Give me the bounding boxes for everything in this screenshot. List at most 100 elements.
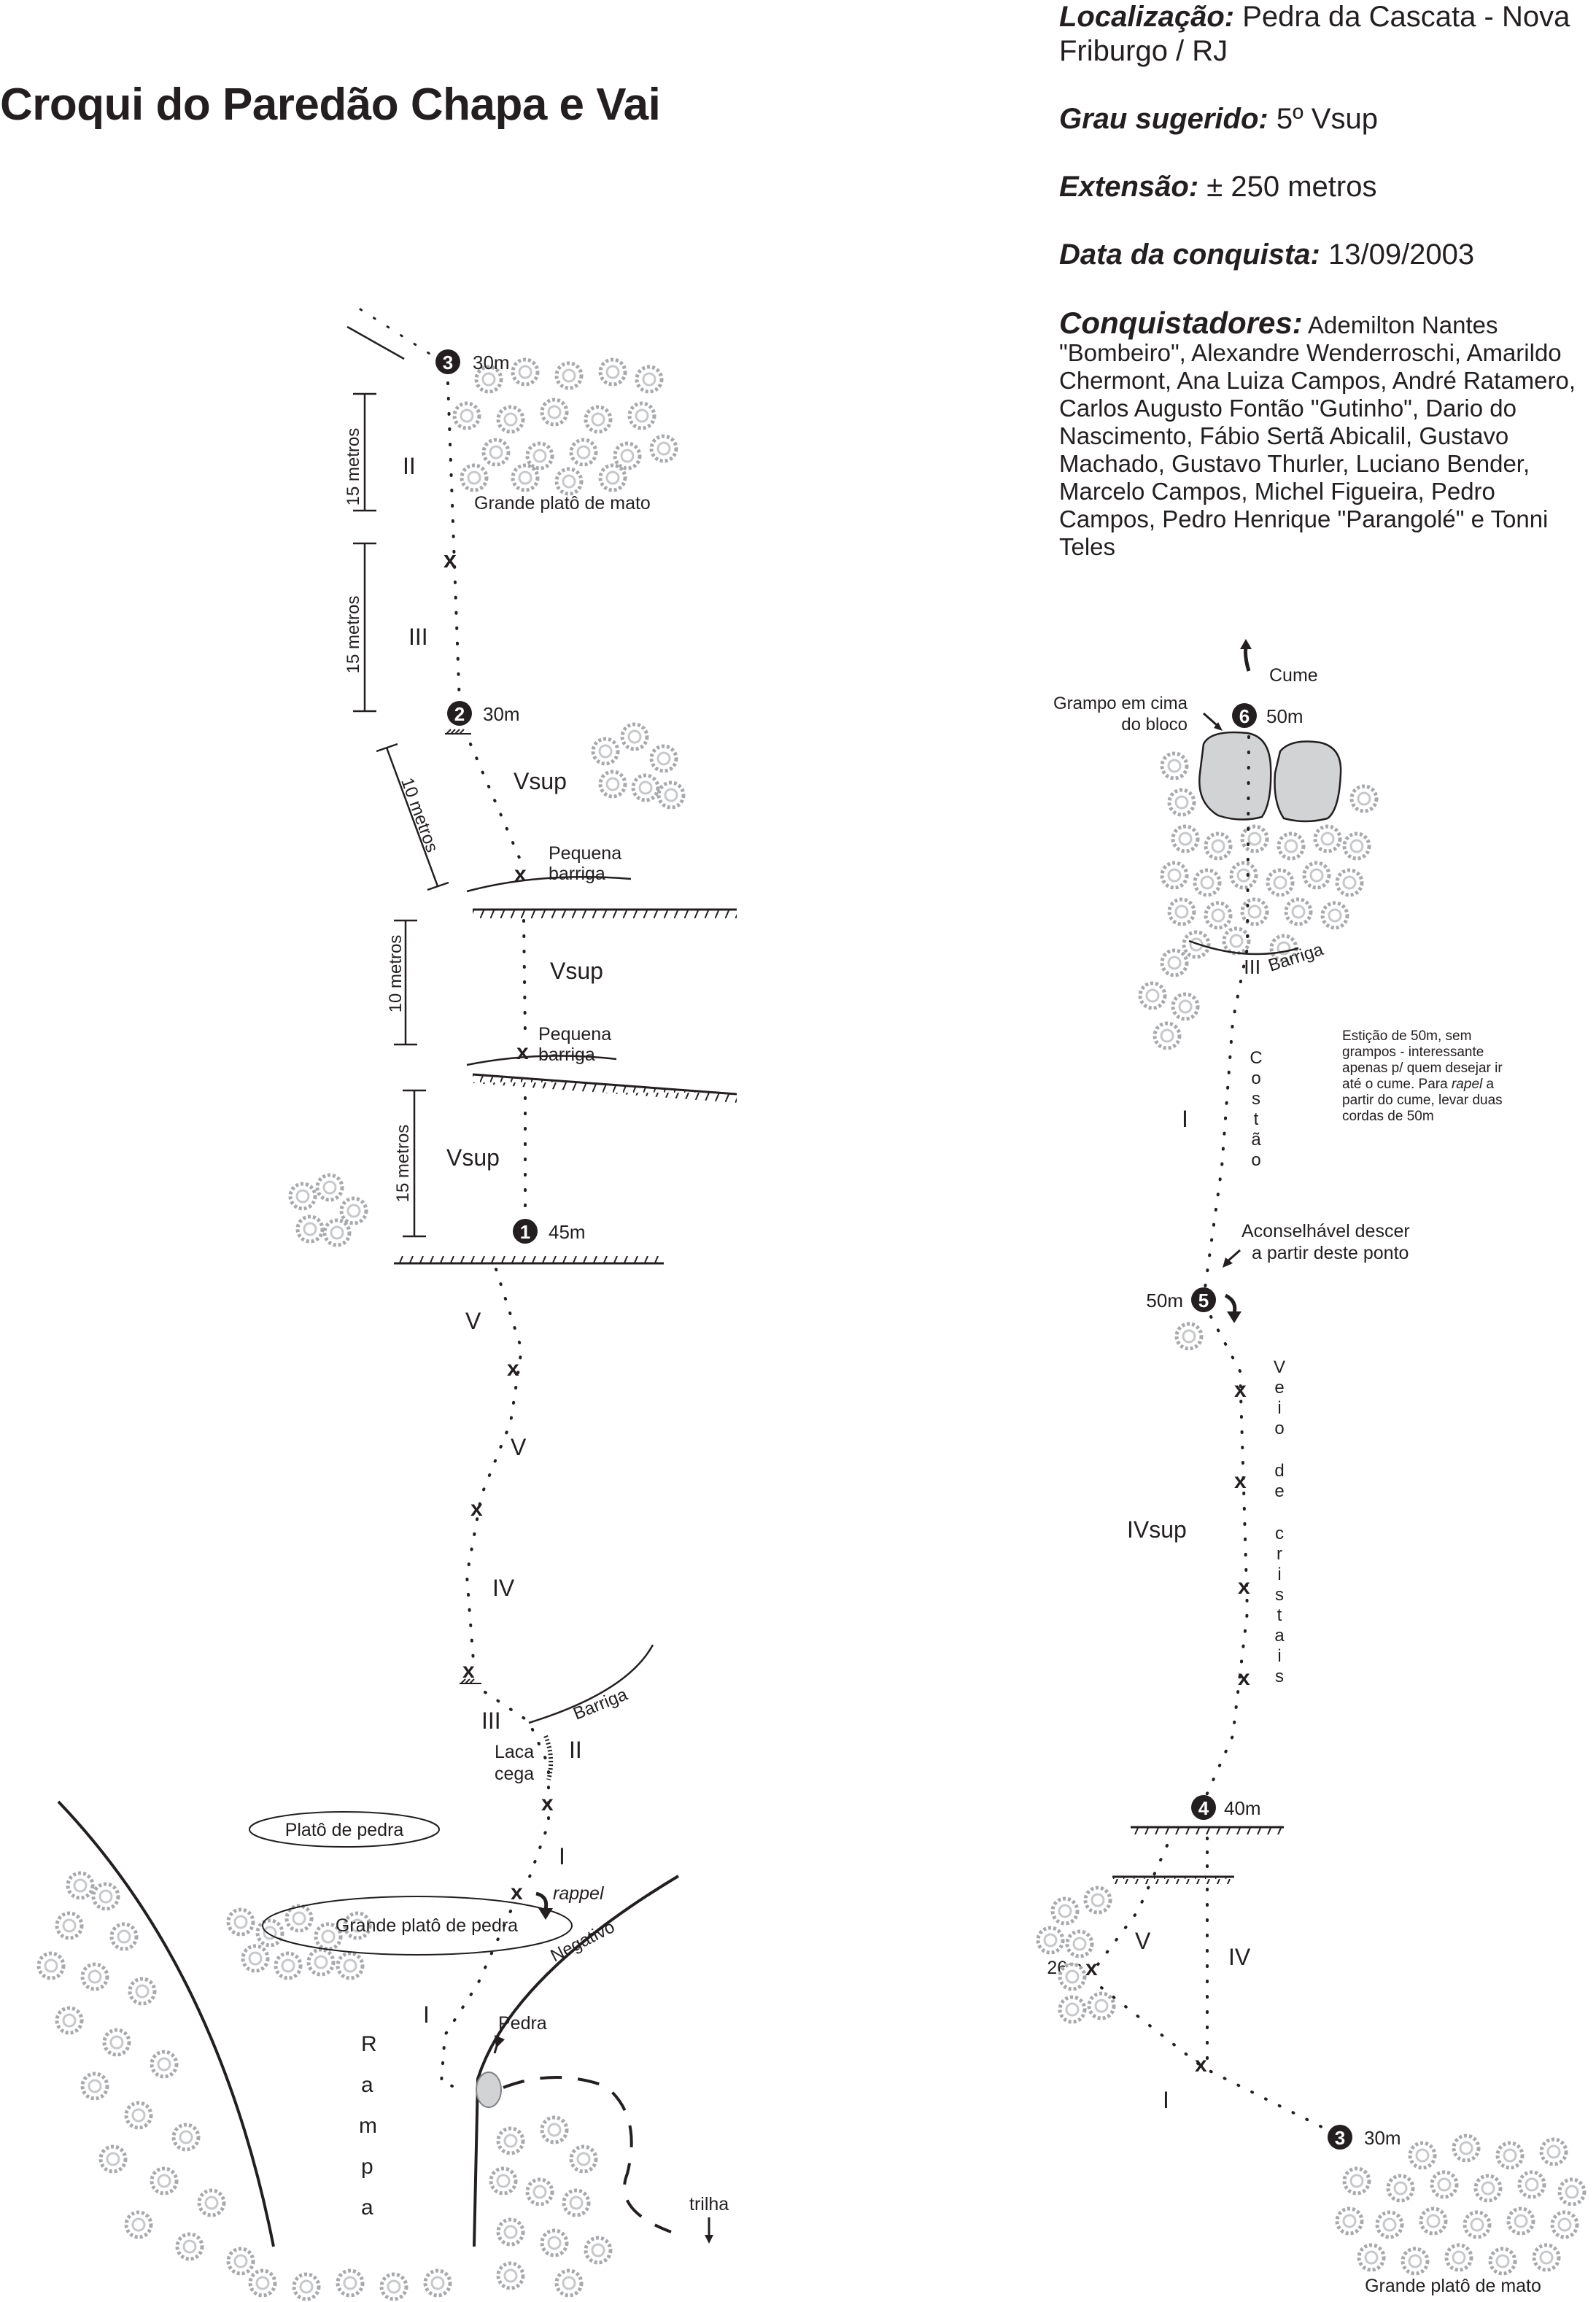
svg-text:t: t <box>1277 1605 1282 1625</box>
bolt-marker: x <box>541 1791 554 1815</box>
belay-3-right: 3 30m <box>1328 2125 1401 2150</box>
plato-de-pedra <box>249 1811 440 1848</box>
route-line-approach <box>439 1910 512 2088</box>
svg-text:e: e <box>1274 1378 1284 1398</box>
grade-I-2: I <box>423 2001 430 2028</box>
summit-approach-line <box>346 308 439 360</box>
vegetation-single <box>1177 1324 1201 1349</box>
svg-text:45m: 45m <box>549 1221 586 1243</box>
vegetation-cluster-left-small <box>290 1175 366 1245</box>
bolt-marker: x <box>1238 1666 1250 1690</box>
overhang-barriga-right <box>1188 939 1299 956</box>
svg-text:4: 4 <box>1198 1797 1209 1819</box>
svg-text:i: i <box>1277 1398 1281 1418</box>
note-esticao: Estição de 50m, sem grampos - interessan… <box>1342 1028 1503 1124</box>
vegetation-cluster-right-mid <box>1140 950 1198 1048</box>
svg-text:30m: 30m <box>1364 2127 1401 2149</box>
grade-V-1: V <box>465 1308 481 1334</box>
label-laca-cega-a: Laca <box>495 1742 534 1762</box>
bolt-marker: x <box>1085 1956 1098 1980</box>
svg-text:50m: 50m <box>1146 1290 1183 1311</box>
label-pedra: Pedra <box>498 2013 547 2034</box>
svg-text:o: o <box>1251 1069 1260 1088</box>
svg-text:V: V <box>1274 1357 1285 1377</box>
svg-text:3: 3 <box>443 352 453 373</box>
boulder-pedra <box>476 2072 502 2108</box>
grade-II-top: II <box>403 453 416 479</box>
summit-arrow-icon <box>1240 639 1252 672</box>
info-data-conquista: Data da conquista: 13/09/2003 <box>1059 239 1475 271</box>
route-line-pitch-3 <box>446 381 461 705</box>
label-aconselhavel-a: Aconselhável descer <box>1241 1221 1410 1241</box>
label-pequena-barriga-2b: barriga <box>538 1045 595 1065</box>
dimension-10m <box>394 919 417 1046</box>
ledge-belay-4 <box>1112 1826 1284 1884</box>
rampa-edge-line <box>57 1800 275 2247</box>
bolt-marker: x <box>1234 1469 1247 1493</box>
grade-Vsup-1: Vsup <box>514 768 567 794</box>
label-grande-plato-de-pedra: Grande platô de pedra <box>336 1915 518 1936</box>
dim-15m-1: 15 metros <box>344 428 363 506</box>
label-grampo-a: Grampo em cima <box>1053 694 1188 713</box>
grade-I-right: I <box>1163 2087 1169 2113</box>
svg-text:3: 3 <box>1335 2127 1345 2149</box>
ledge-belay-1 <box>394 1256 664 1265</box>
route-line-pitch-2a <box>469 743 525 869</box>
svg-text:apenas p/ quem desejar ir: apenas p/ quem desejar ir <box>1342 1061 1503 1076</box>
svg-text:partir do cume, levar duas: partir do cume, levar duas <box>1342 1093 1503 1108</box>
wall-negativo-line <box>473 1875 680 2247</box>
bolt-marker: x <box>516 1040 529 1064</box>
bolt-marker: x <box>511 1880 523 1904</box>
boulder-block-2 <box>1274 740 1342 823</box>
vegetation-cluster-right-low <box>1038 1888 1114 2022</box>
svg-text:o: o <box>1251 1150 1260 1170</box>
svg-text:a: a <box>1274 1626 1285 1646</box>
page-title: Croqui do Paredão Chapa e Vai <box>0 80 661 130</box>
svg-text:R: R <box>361 2032 377 2056</box>
grade-Vsup-2: Vsup <box>550 958 603 984</box>
svg-text:40m: 40m <box>1224 1797 1261 1819</box>
belay-4-right: 4 40m <box>1191 1795 1261 1820</box>
info-extensao: Extensão: ± 250 metros <box>1059 171 1377 203</box>
vegetation-cluster-bottom-left <box>39 1873 450 2299</box>
arrow-aconselhavel-icon <box>1223 1249 1241 1268</box>
svg-text:r: r <box>1277 1544 1282 1564</box>
bolt-marker: x <box>1234 1378 1247 1402</box>
rappel-arrow-right-icon <box>1224 1293 1241 1323</box>
grade-III-lower: III <box>481 1708 501 1734</box>
label-rappel: rappel <box>553 1883 605 1904</box>
vegetation-cluster-bottom-mid <box>491 2117 611 2295</box>
svg-text:grampos - interessante: grampos - interessante <box>1342 1045 1484 1060</box>
route-line-pitch-2b <box>522 919 527 1037</box>
vegetation-cluster-right-bottom <box>1337 2136 1584 2274</box>
trail-trilha-path <box>503 2076 672 2233</box>
svg-text:o: o <box>1274 1419 1284 1438</box>
grade-V-2: V <box>511 1434 527 1460</box>
bolt-marker: x <box>1238 1575 1250 1599</box>
flake-laca-cega <box>543 1735 554 1780</box>
label-rampa: R a m p a <box>359 2032 377 2220</box>
label-costao: C o s t ã o <box>1250 1048 1262 1170</box>
info-grau: Grau sugerido: 5º Vsup <box>1059 103 1378 135</box>
label-pequena-barriga-2a: Pequena <box>538 1024 611 1045</box>
bolt-marker: x <box>462 1659 475 1683</box>
bolt-marker: x <box>443 546 457 573</box>
label-trilha: trilha <box>689 2194 729 2214</box>
svg-text:s: s <box>1252 1089 1260 1109</box>
svg-text:a: a <box>361 2196 373 2220</box>
belay-1-left: 1 45m <box>513 1219 586 1244</box>
svg-text:50m: 50m <box>1266 705 1303 727</box>
grade-III-top: III <box>408 624 428 650</box>
grade-Vsup-3: Vsup <box>446 1144 500 1171</box>
svg-text:30m: 30m <box>483 703 520 725</box>
route-line-right-I <box>1100 1986 1329 2131</box>
label-pequena-barriga-1a: Pequena <box>549 843 621 864</box>
svg-text:5: 5 <box>1198 1290 1209 1311</box>
dim-15m-2: 15 metros <box>344 596 363 674</box>
svg-text:30m: 30m <box>473 352 510 373</box>
svg-text:s: s <box>1275 1667 1284 1686</box>
grade-IVsup: IVsup <box>1127 1516 1187 1543</box>
arrow-up-icon <box>493 2035 505 2054</box>
vegetation-cluster-top <box>454 360 676 494</box>
svg-text:1: 1 <box>520 1221 530 1243</box>
